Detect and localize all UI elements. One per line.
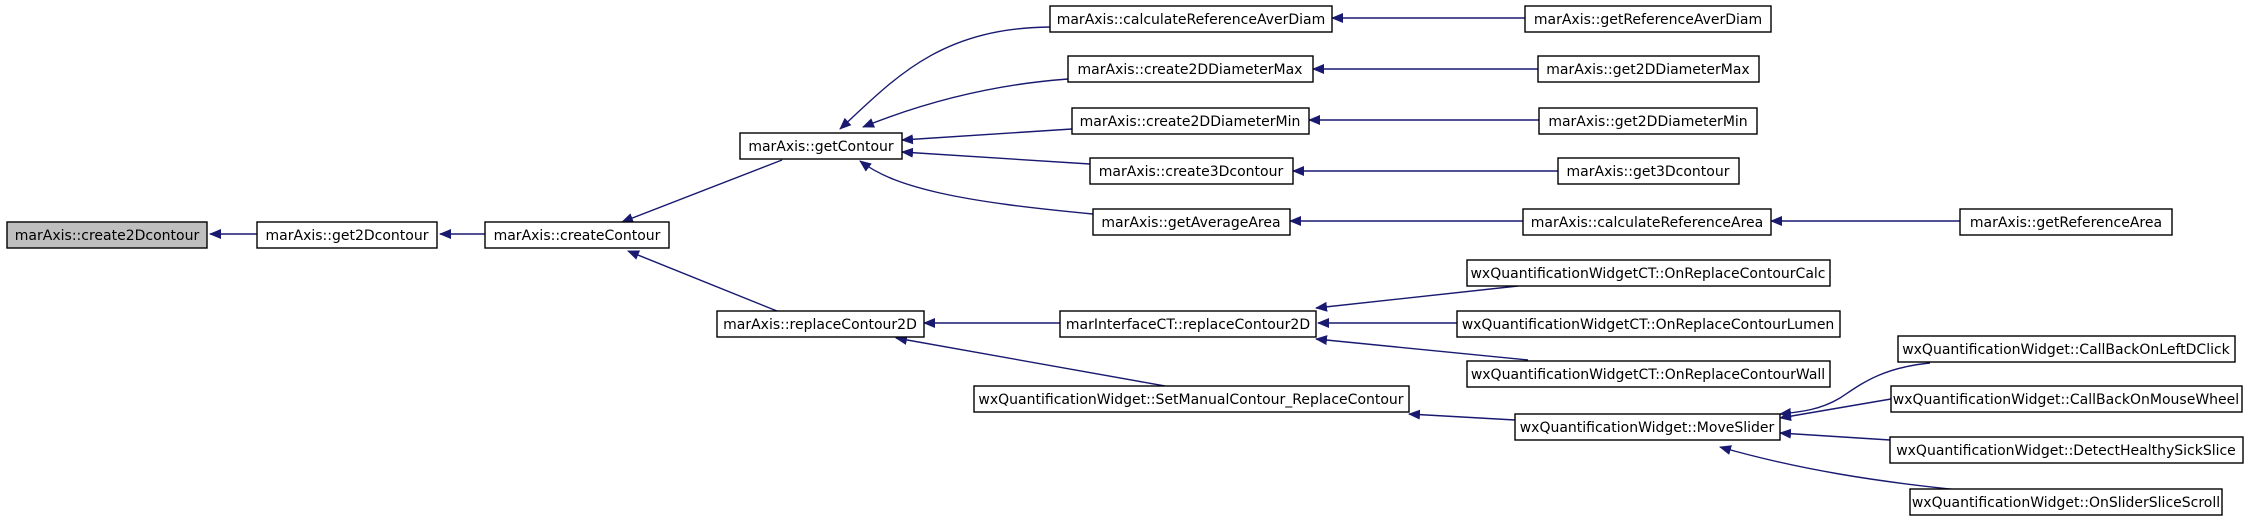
node-marInterfaceCT-replaceContour2D[interactable]: marInterfaceCT::replaceContour2D <box>1059 310 1317 338</box>
node-label: wxQuantificationWidget::DetectHealthySic… <box>1896 443 2236 459</box>
node-label: wxQuantificationWidget::MoveSlider <box>1520 420 1775 436</box>
node-label: marAxis::create2DDiameterMin <box>1080 114 1301 130</box>
node-marAxis-getAverageArea[interactable]: marAxis::getAverageArea <box>1092 208 1291 236</box>
node-label: wxQuantificationWidget::CallBackOnLeftDC… <box>1902 342 2230 358</box>
edge-create2DDiameterMax-to-getContour <box>862 78 1069 128</box>
node-label: marAxis::getReferenceArea <box>1970 215 2162 231</box>
node-label: marAxis::createContour <box>494 228 661 244</box>
edge-OnSliderSliceScroll-to-MoveSlider <box>1719 445 1961 491</box>
node-label: marAxis::getReferenceAverDiam <box>1534 12 1762 28</box>
node-marAxis-create2Dcontour[interactable]: marAxis::create2Dcontour <box>6 221 208 249</box>
node-marAxis-get2DDiameterMin[interactable]: marAxis::get2DDiameterMin <box>1538 107 1758 135</box>
node-marAxis-getReferenceAverDiam[interactable]: marAxis::getReferenceAverDiam <box>1524 5 1772 33</box>
node-label: marAxis::create3Dcontour <box>1099 164 1284 180</box>
node-marAxis-get3Dcontour[interactable]: marAxis::get3Dcontour <box>1557 157 1740 185</box>
edge-create2DDiameterMin-to-getContour <box>901 128 1073 145</box>
nodes: marAxis::create2Dcontour marAxis::get2Dc… <box>6 5 2244 516</box>
edge-OnReplaceContourWall-to-replaceContour2D-CT <box>1315 335 1529 361</box>
edge-CallBackOnLeftDClick-to-MoveSlider <box>1779 362 1931 418</box>
node-wxQuantificationWidget-MoveSlider[interactable]: wxQuantificationWidget::MoveSlider <box>1514 413 1781 441</box>
node-label: wxQuantificationWidget::OnSliderSliceScr… <box>1912 495 2220 511</box>
node-label: marAxis::calculateReferenceArea <box>1531 215 1763 231</box>
edges <box>209 13 1961 491</box>
node-label: wxQuantificationWidgetCT::OnReplaceConto… <box>1462 317 1835 333</box>
node-marAxis-create2DDiameterMax[interactable]: marAxis::create2DDiameterMax <box>1067 55 1314 83</box>
node-label: marAxis::getAverageArea <box>1101 215 1280 231</box>
node-marAxis-get2Dcontour[interactable]: marAxis::get2Dcontour <box>256 221 438 249</box>
node-wxQuantificationWidget-CallBackOnMouseWheel[interactable]: wxQuantificationWidget::CallBackOnMouseW… <box>1890 385 2243 413</box>
edge-DetectHealthySickSlice-to-MoveSlider <box>1779 428 1891 441</box>
node-label: wxQuantificationWidget::SetManualContour… <box>978 392 1403 408</box>
node-label: wxQuantificationWidgetCT::OnReplaceConto… <box>1470 266 1825 282</box>
node-marAxis-calculateReferenceAverDiam[interactable]: marAxis::calculateReferenceAverDiam <box>1049 5 1333 33</box>
edge-getContour-to-createContour <box>621 159 783 223</box>
node-label: marAxis::get3Dcontour <box>1567 164 1730 180</box>
node-label: marAxis::get2DDiameterMax <box>1546 62 1749 78</box>
node-wxQuantificationWidget-CallBackOnLeftDClick[interactable]: wxQuantificationWidget::CallBackOnLeftDC… <box>1897 335 2236 363</box>
node-wxQuantificationWidgetCT-OnReplaceContourWall[interactable]: wxQuantificationWidgetCT::OnReplaceConto… <box>1466 360 1831 388</box>
node-marAxis-create2DDiameterMin[interactable]: marAxis::create2DDiameterMin <box>1071 107 1310 135</box>
node-label: wxQuantificationWidgetCT::OnReplaceConto… <box>1471 367 1825 383</box>
edge-calculateReferenceAverDiam-to-getContour <box>839 26 1051 130</box>
node-label: marAxis::getContour <box>748 139 894 155</box>
node-wxQuantificationWidget-DetectHealthySickSlice[interactable]: wxQuantificationWidget::DetectHealthySic… <box>1889 436 2244 464</box>
node-label: marAxis::create2DDiameterMax <box>1078 62 1303 78</box>
edge-MoveSlider-to-SetManualContour <box>1408 409 1516 421</box>
node-label: marAxis::replaceContour2D <box>723 317 917 333</box>
node-label: marAxis::get2Dcontour <box>266 228 429 244</box>
node-marAxis-replaceContour2D[interactable]: marAxis::replaceContour2D <box>716 310 925 338</box>
node-marAxis-get2DDiameterMax[interactable]: marAxis::get2DDiameterMax <box>1537 55 1760 83</box>
node-marAxis-createContour[interactable]: marAxis::createContour <box>484 221 670 249</box>
node-wxQuantificationWidgetCT-OnReplaceContourCalc[interactable]: wxQuantificationWidgetCT::OnReplaceConto… <box>1466 259 1831 287</box>
node-label: marAxis::get2DDiameterMin <box>1548 114 1747 130</box>
node-marAxis-getContour[interactable]: marAxis::getContour <box>739 132 903 160</box>
node-wxQuantificationWidget-SetManualContour_ReplaceContour[interactable]: wxQuantificationWidget::SetManualContour… <box>973 385 1410 413</box>
node-label: wxQuantificationWidget::CallBackOnMouseW… <box>1893 392 2239 408</box>
node-label: marAxis::create2Dcontour <box>15 228 200 244</box>
edge-SetManualContour-to-replaceContour2D <box>895 335 1166 387</box>
edge-CallBackOnMouseWheel-to-MoveSlider <box>1779 398 1892 422</box>
node-marAxis-create3Dcontour[interactable]: marAxis::create3Dcontour <box>1089 157 1294 185</box>
edge-getAverageArea-to-getContour <box>859 160 1094 215</box>
edge-OnReplaceContourCalc-to-replaceContour2D-CT <box>1315 285 1519 312</box>
node-label: marAxis::calculateReferenceAverDiam <box>1057 12 1326 28</box>
node-wxQuantificationWidgetCT-OnReplaceContourLumen[interactable]: wxQuantificationWidgetCT::OnReplaceConto… <box>1456 310 1841 338</box>
node-marAxis-calculateReferenceArea[interactable]: marAxis::calculateReferenceArea <box>1522 208 1772 236</box>
edge-create3Dcontour-to-getContour <box>901 147 1091 165</box>
node-marAxis-getReferenceArea[interactable]: marAxis::getReferenceArea <box>1959 208 2173 236</box>
node-label: marInterfaceCT::replaceContour2D <box>1066 317 1310 333</box>
node-wxQuantificationWidget-OnSliderSliceScroll[interactable]: wxQuantificationWidget::OnSliderSliceScr… <box>1909 488 2223 516</box>
edge-replaceContour2D-to-createContour <box>627 250 783 314</box>
